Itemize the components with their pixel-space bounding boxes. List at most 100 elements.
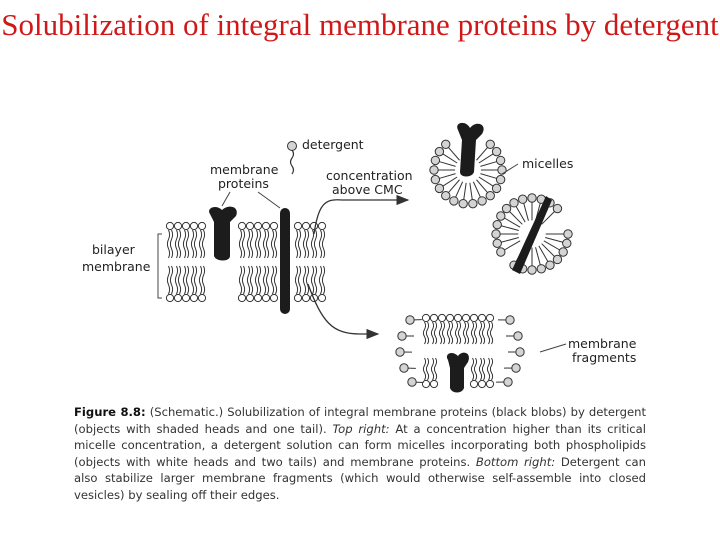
phospholipid-tail: [318, 229, 323, 259]
fragments-label-line1: membrane: [568, 336, 637, 351]
phospholipid-tail: [486, 321, 491, 345]
phospholipid-tail: [262, 229, 267, 259]
phospholipid-tail: [241, 229, 246, 259]
pointer-line-protein-right: [257, 191, 281, 209]
figure-caption: Figure 8.8: (Schematic.) Solubilization …: [74, 404, 646, 504]
phospholipid-tail: [318, 265, 323, 295]
caption-text-part1: (Schematic.) Solubilization of integral …: [74, 405, 646, 436]
phospholipid-head: [477, 379, 487, 389]
phospholipid-tail: [430, 357, 435, 381]
phospholipid-tail: [305, 265, 310, 295]
phospholipid-tail: [313, 265, 318, 295]
caption-text-part3: Detergent can also stabilize larger memb…: [74, 454, 646, 502]
bilayer-membrane-drawing: [165, 221, 327, 303]
phospholipid-tail: [302, 229, 307, 259]
phospholipid-tail: [462, 321, 467, 345]
phospholipid-head: [469, 313, 479, 323]
schematic-diagram: detergent membrane proteins concentratio…: [82, 122, 637, 393]
phospholipid-tail: [313, 229, 318, 259]
detergent-head: [468, 198, 478, 209]
pointer-line-micelles: [501, 163, 519, 175]
caption-top-right-label: Top right:: [332, 421, 390, 436]
detergent-head: [563, 229, 573, 239]
detergent-tail: [455, 181, 464, 198]
phospholipid-tail: [257, 265, 262, 295]
detergent-head: [496, 247, 506, 257]
phospholipid-tail: [169, 265, 174, 295]
micelle-with-protein-top: [429, 139, 507, 209]
detergent-head: [495, 155, 506, 166]
phospholipid-tail: [201, 229, 206, 259]
phospholipid-tail: [489, 321, 494, 345]
phospholipid-tail: [457, 321, 462, 345]
phospholipid-tail: [422, 321, 427, 345]
membrane-proteins-label-line1: membrane: [210, 162, 279, 177]
detergent-tail: [523, 202, 529, 221]
phospholipid-tail: [310, 265, 315, 295]
phospholipid-head: [421, 379, 431, 389]
phospholipid-tail: [305, 229, 310, 259]
detergent-head: [491, 183, 502, 194]
phospholipid-head: [253, 293, 263, 303]
phospholipid-tail: [249, 265, 254, 295]
detergent-tail: [541, 243, 555, 257]
phospholipid-head: [317, 293, 327, 303]
detergent-head: [552, 254, 563, 265]
detergent-tail: [442, 176, 458, 187]
detergent-head: [449, 196, 459, 206]
phospholipid-tail: [174, 265, 179, 295]
phospholipid-tail: [481, 357, 486, 381]
detergent-head: [430, 174, 441, 185]
phospholipid-tail: [454, 321, 459, 345]
detergent-tail: [439, 173, 456, 179]
phospholipid-head: [173, 221, 183, 231]
phospholipid-tail: [481, 321, 486, 345]
detergent-tail: [545, 237, 564, 243]
detergent-head: [434, 146, 445, 157]
arrow-to-fragments: [307, 283, 380, 340]
phospholipid-head: [421, 313, 431, 323]
phospholipid-head: [237, 293, 247, 303]
phospholipid-head: [269, 293, 279, 303]
detergent-molecule-head: [287, 141, 297, 151]
phospholipid-head: [253, 221, 263, 231]
slide-title: Solubilization of integral membrane prot…: [1, 7, 719, 42]
detergent-head: [501, 203, 512, 214]
detergent-head: [407, 377, 417, 387]
detergent-head: [562, 238, 572, 249]
phospholipid-head: [301, 221, 311, 231]
phospholipid-head: [445, 313, 455, 323]
concentration-label-line2: above CMC: [332, 182, 403, 197]
phospholipid-tail: [177, 229, 182, 259]
phospholipid-tail: [433, 357, 438, 381]
detergent-tail: [463, 182, 467, 200]
phospholipid-tail: [297, 229, 302, 259]
phospholipid-head: [485, 379, 495, 389]
phospholipid-tail: [174, 229, 179, 259]
detergent-tail: [442, 153, 458, 164]
detergent-head: [491, 229, 501, 239]
caption-figure-number: Figure 8.8:: [74, 405, 146, 419]
membrane-fragment-drawing: [395, 313, 525, 389]
detergent-head: [495, 174, 506, 185]
bilayer-bracket: [157, 233, 162, 299]
phospholipid-head: [173, 293, 183, 303]
detergent-head: [485, 190, 495, 201]
phospholipid-head: [453, 313, 463, 323]
fragment-protein-blob: [446, 352, 469, 393]
phospholipid-head: [165, 293, 175, 303]
detergent-head: [405, 315, 415, 325]
arrow-to-micelles: [313, 194, 410, 235]
phospholipid-head: [181, 293, 191, 303]
phospholipid-head: [429, 379, 439, 389]
phospholipid-tail: [241, 265, 246, 295]
phospholipid-tail: [425, 357, 430, 381]
phospholipid-tail: [294, 229, 299, 259]
phospholipid-tail: [198, 229, 203, 259]
detergent-tail: [480, 173, 497, 179]
phospholipid-tail: [441, 321, 446, 345]
detergent-head: [552, 203, 563, 214]
phospholipid-head: [261, 293, 271, 303]
phospholipid-head: [437, 313, 447, 323]
caption-text-part2: At a concentration higher than its criti…: [74, 421, 647, 469]
